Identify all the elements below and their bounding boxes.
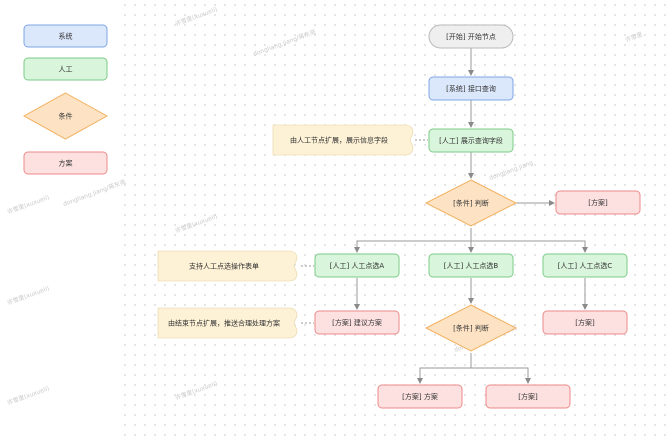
node-plan-c-label: [方案] — [575, 318, 595, 327]
svg-text:许雪里(xuxueli): 许雪里(xuxueli) — [174, 5, 218, 28]
node-condition-judge-label: [条件] 判断 — [453, 199, 489, 208]
node-plan-right — [555, 190, 641, 215]
node-manual-a — [314, 253, 400, 278]
svg-text:许雪里(xuxueli): 许雪里(xuxueli) — [174, 212, 218, 235]
node-condition-judge — [424, 179, 518, 227]
svg-text:许雪里(xuxueli): 许雪里(xuxueli) — [6, 193, 50, 216]
svg-text:许雪里: 许雪里 — [624, 30, 644, 44]
note2-box — [157, 250, 298, 282]
node-plan-suggest — [314, 310, 400, 335]
node-condition-judge-2-label: [条件] 判断 — [453, 324, 489, 333]
svg-text:许雪里(xuxueli): 许雪里(xuxueli) — [6, 384, 50, 407]
node-system-query-label: [系统] 接口查询 — [446, 84, 496, 93]
note3-box — [157, 307, 298, 339]
node-plan-c — [542, 310, 628, 335]
dotted-grid-background — [120, 0, 670, 441]
notes: 由人工节点扩展，展示信息字段 支持人工点选操作表单 由结束节点扩展，推送合理处理… — [157, 124, 414, 339]
note1-text: 由人工节点扩展，展示信息字段 — [290, 136, 388, 145]
legend-plan-label: 方案 — [59, 159, 73, 168]
svg-text:dongliang.jiang/蒋东亮: dongliang.jiang/蒋东亮 — [252, 28, 317, 58]
legend: 系统 人工 条件 方案 — [22, 24, 109, 175]
node-plan-left — [377, 384, 463, 409]
edge-group — [301, 48, 588, 384]
note2-text: 支持人工点选操作表单 — [189, 262, 259, 271]
svg-text:dongliang.jiang/蒋东亮: dongliang.jiang/蒋东亮 — [62, 178, 127, 208]
node-system-query — [428, 76, 514, 101]
node-plan-right-label: [方案] — [588, 198, 608, 207]
node-manual-b-label: [人工] 人工点选B — [444, 261, 499, 270]
node-manual-show — [428, 128, 514, 153]
edge-judge2-to-plan-bottom — [471, 367, 531, 384]
node-plan-bottom-label: [方案] — [518, 392, 538, 401]
legend-manual-box — [23, 57, 108, 81]
node-condition-judge-2 — [424, 304, 518, 352]
legend-condition-label: 条件 — [59, 112, 73, 121]
svg-text:许雪里(xuxueli): 许雪里(xuxueli) — [6, 284, 50, 307]
node-start-label: [开始] 开始节点 — [446, 32, 496, 41]
svg-text:dongliang.jiang: dongliang.jiang — [488, 159, 534, 181]
edge-judge-to-a — [354, 228, 472, 253]
node-start — [428, 24, 514, 49]
node-manual-c-label: [人工] 人工点选C — [558, 261, 613, 270]
node-manual-c — [542, 253, 628, 278]
legend-manual-label: 人工 — [59, 66, 73, 74]
legend-condition-diamond — [22, 92, 109, 140]
node-manual-b — [428, 253, 514, 278]
svg-text:许雪里(xuxueli): 许雪里(xuxueli) — [174, 379, 218, 402]
edge-judge-to-c — [471, 240, 588, 253]
node-manual-show-label: [人工] 展示查询字段 — [439, 136, 503, 145]
note1-box — [272, 124, 414, 156]
legend-system-box — [23, 24, 108, 48]
node-plan-bottom — [485, 384, 571, 409]
note3-text: 由结束节点扩展，推送合理处理方案 — [168, 319, 280, 328]
edge-judge2-to-plan-left — [417, 353, 472, 384]
legend-system-label: 系统 — [59, 32, 73, 41]
node-plan-suggest-label: [方案] 建议方案 — [332, 318, 382, 327]
node-manual-a-label: [人工] 人工点选A — [330, 261, 385, 270]
node-plan-left-label: [方案] 方案 — [402, 392, 438, 401]
legend-plan-box — [23, 151, 108, 175]
nodes: [开始] 开始节点 [系统] 接口查询 [人工] 展示查询字段 [条件] 判断 … — [314, 24, 641, 409]
